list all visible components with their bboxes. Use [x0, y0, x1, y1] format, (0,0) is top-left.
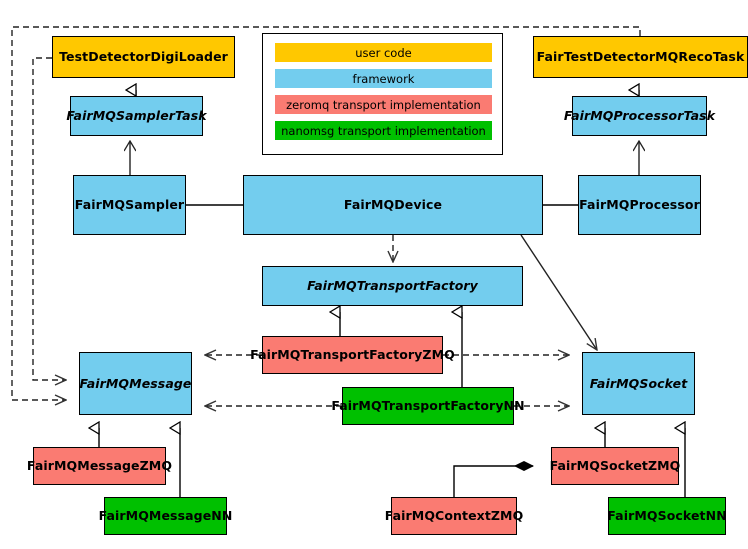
- legend-label-user-code: user code: [355, 45, 412, 60]
- class-label-fairmqprocessor: FairMQProcessor: [579, 197, 700, 213]
- class-label-testdetectordigiloader: TestDetectorDigiLoader: [59, 49, 228, 65]
- class-box-fairmqsamplertask[interactable]: FairMQSamplerTask: [66, 96, 207, 136]
- class-box-fairmqsocketzmq[interactable]: FairMQSocketZMQ: [549, 447, 681, 485]
- class-box-fairmqprocessortask[interactable]: FairMQProcessorTask: [564, 96, 715, 136]
- legend: user code framework zeromq transport imp…: [262, 33, 503, 155]
- legend-label-framework: framework: [352, 71, 415, 86]
- edge-device-to-socket: [520, 234, 597, 350]
- edge-digiloader-to-message: [32, 57, 66, 380]
- class-label-fairmqdevice: FairMQDevice: [343, 197, 443, 213]
- class-label-fairtestdetectormqrecotask: FairTestDetectorMQRecoTask: [536, 49, 745, 65]
- class-box-fairmqmessagezmq[interactable]: FairMQMessageZMQ: [27, 447, 172, 485]
- class-box-fairmqsocket[interactable]: FairMQSocket: [582, 352, 695, 415]
- class-box-fairmqmessage[interactable]: FairMQMessage: [79, 352, 192, 415]
- class-box-fairmqprocessor[interactable]: FairMQProcessor: [578, 175, 701, 235]
- legend-row-user-code: user code: [275, 43, 492, 62]
- class-label-fairmqsocket: FairMQSocket: [589, 375, 688, 391]
- class-box-fairmqcontextzmq[interactable]: FairMQContextZMQ: [385, 497, 523, 535]
- legend-label-zeromq: zeromq transport implementation: [286, 97, 481, 112]
- class-box-fairmqtransportfactorynn[interactable]: FairMQTransportFactoryNN: [331, 387, 525, 425]
- class-box-fairmqsampler[interactable]: FairMQSampler: [73, 175, 186, 235]
- edge-contextzmq-to-socketzmq: [453, 466, 533, 497]
- class-box-fairmqsocketnn[interactable]: FairMQSocketNN: [607, 497, 727, 535]
- class-box-fairmqtransportfactoryzmq[interactable]: FairMQTransportFactoryZMQ: [250, 336, 455, 374]
- class-label-fairmqcontextzmq: FairMQContextZMQ: [384, 508, 524, 524]
- class-label-fairmqtransportfactoryzmq: FairMQTransportFactoryZMQ: [250, 347, 455, 363]
- class-label-fairmqmessagezmq: FairMQMessageZMQ: [26, 458, 173, 474]
- class-box-fairtestdetectormqrecotask[interactable]: FairTestDetectorMQRecoTask: [533, 36, 748, 78]
- legend-row-framework: framework: [275, 69, 492, 88]
- class-label-fairmqmessagenn: FairMQMessageNN: [98, 508, 233, 524]
- class-box-fairmqtransportfactory[interactable]: FairMQTransportFactory: [262, 266, 523, 306]
- legend-label-nanomsg: nanomsg transport implementation: [281, 123, 486, 138]
- class-box-fairmqmessagenn[interactable]: FairMQMessageNN: [99, 497, 232, 535]
- class-label-fairmqtransportfactory: FairMQTransportFactory: [307, 278, 478, 294]
- class-label-fairmqsamplertask: FairMQSamplerTask: [66, 108, 207, 124]
- class-label-fairmqtransportfactorynn: FairMQTransportFactoryNN: [331, 398, 525, 414]
- class-label-fairmqprocessortask: FairMQProcessorTask: [563, 108, 716, 124]
- legend-row-zeromq: zeromq transport implementation: [275, 95, 492, 114]
- class-label-fairmqmessage: FairMQMessage: [79, 375, 192, 391]
- class-box-testdetectordigiloader[interactable]: TestDetectorDigiLoader: [52, 36, 235, 78]
- class-label-fairmqsocketnn: FairMQSocketNN: [607, 508, 727, 524]
- class-label-fairmqsampler: FairMQSampler: [74, 197, 185, 213]
- legend-row-nanomsg: nanomsg transport implementation: [275, 121, 492, 140]
- class-box-fairmqdevice[interactable]: FairMQDevice: [243, 175, 543, 235]
- class-label-fairmqsocketzmq: FairMQSocketZMQ: [549, 458, 681, 474]
